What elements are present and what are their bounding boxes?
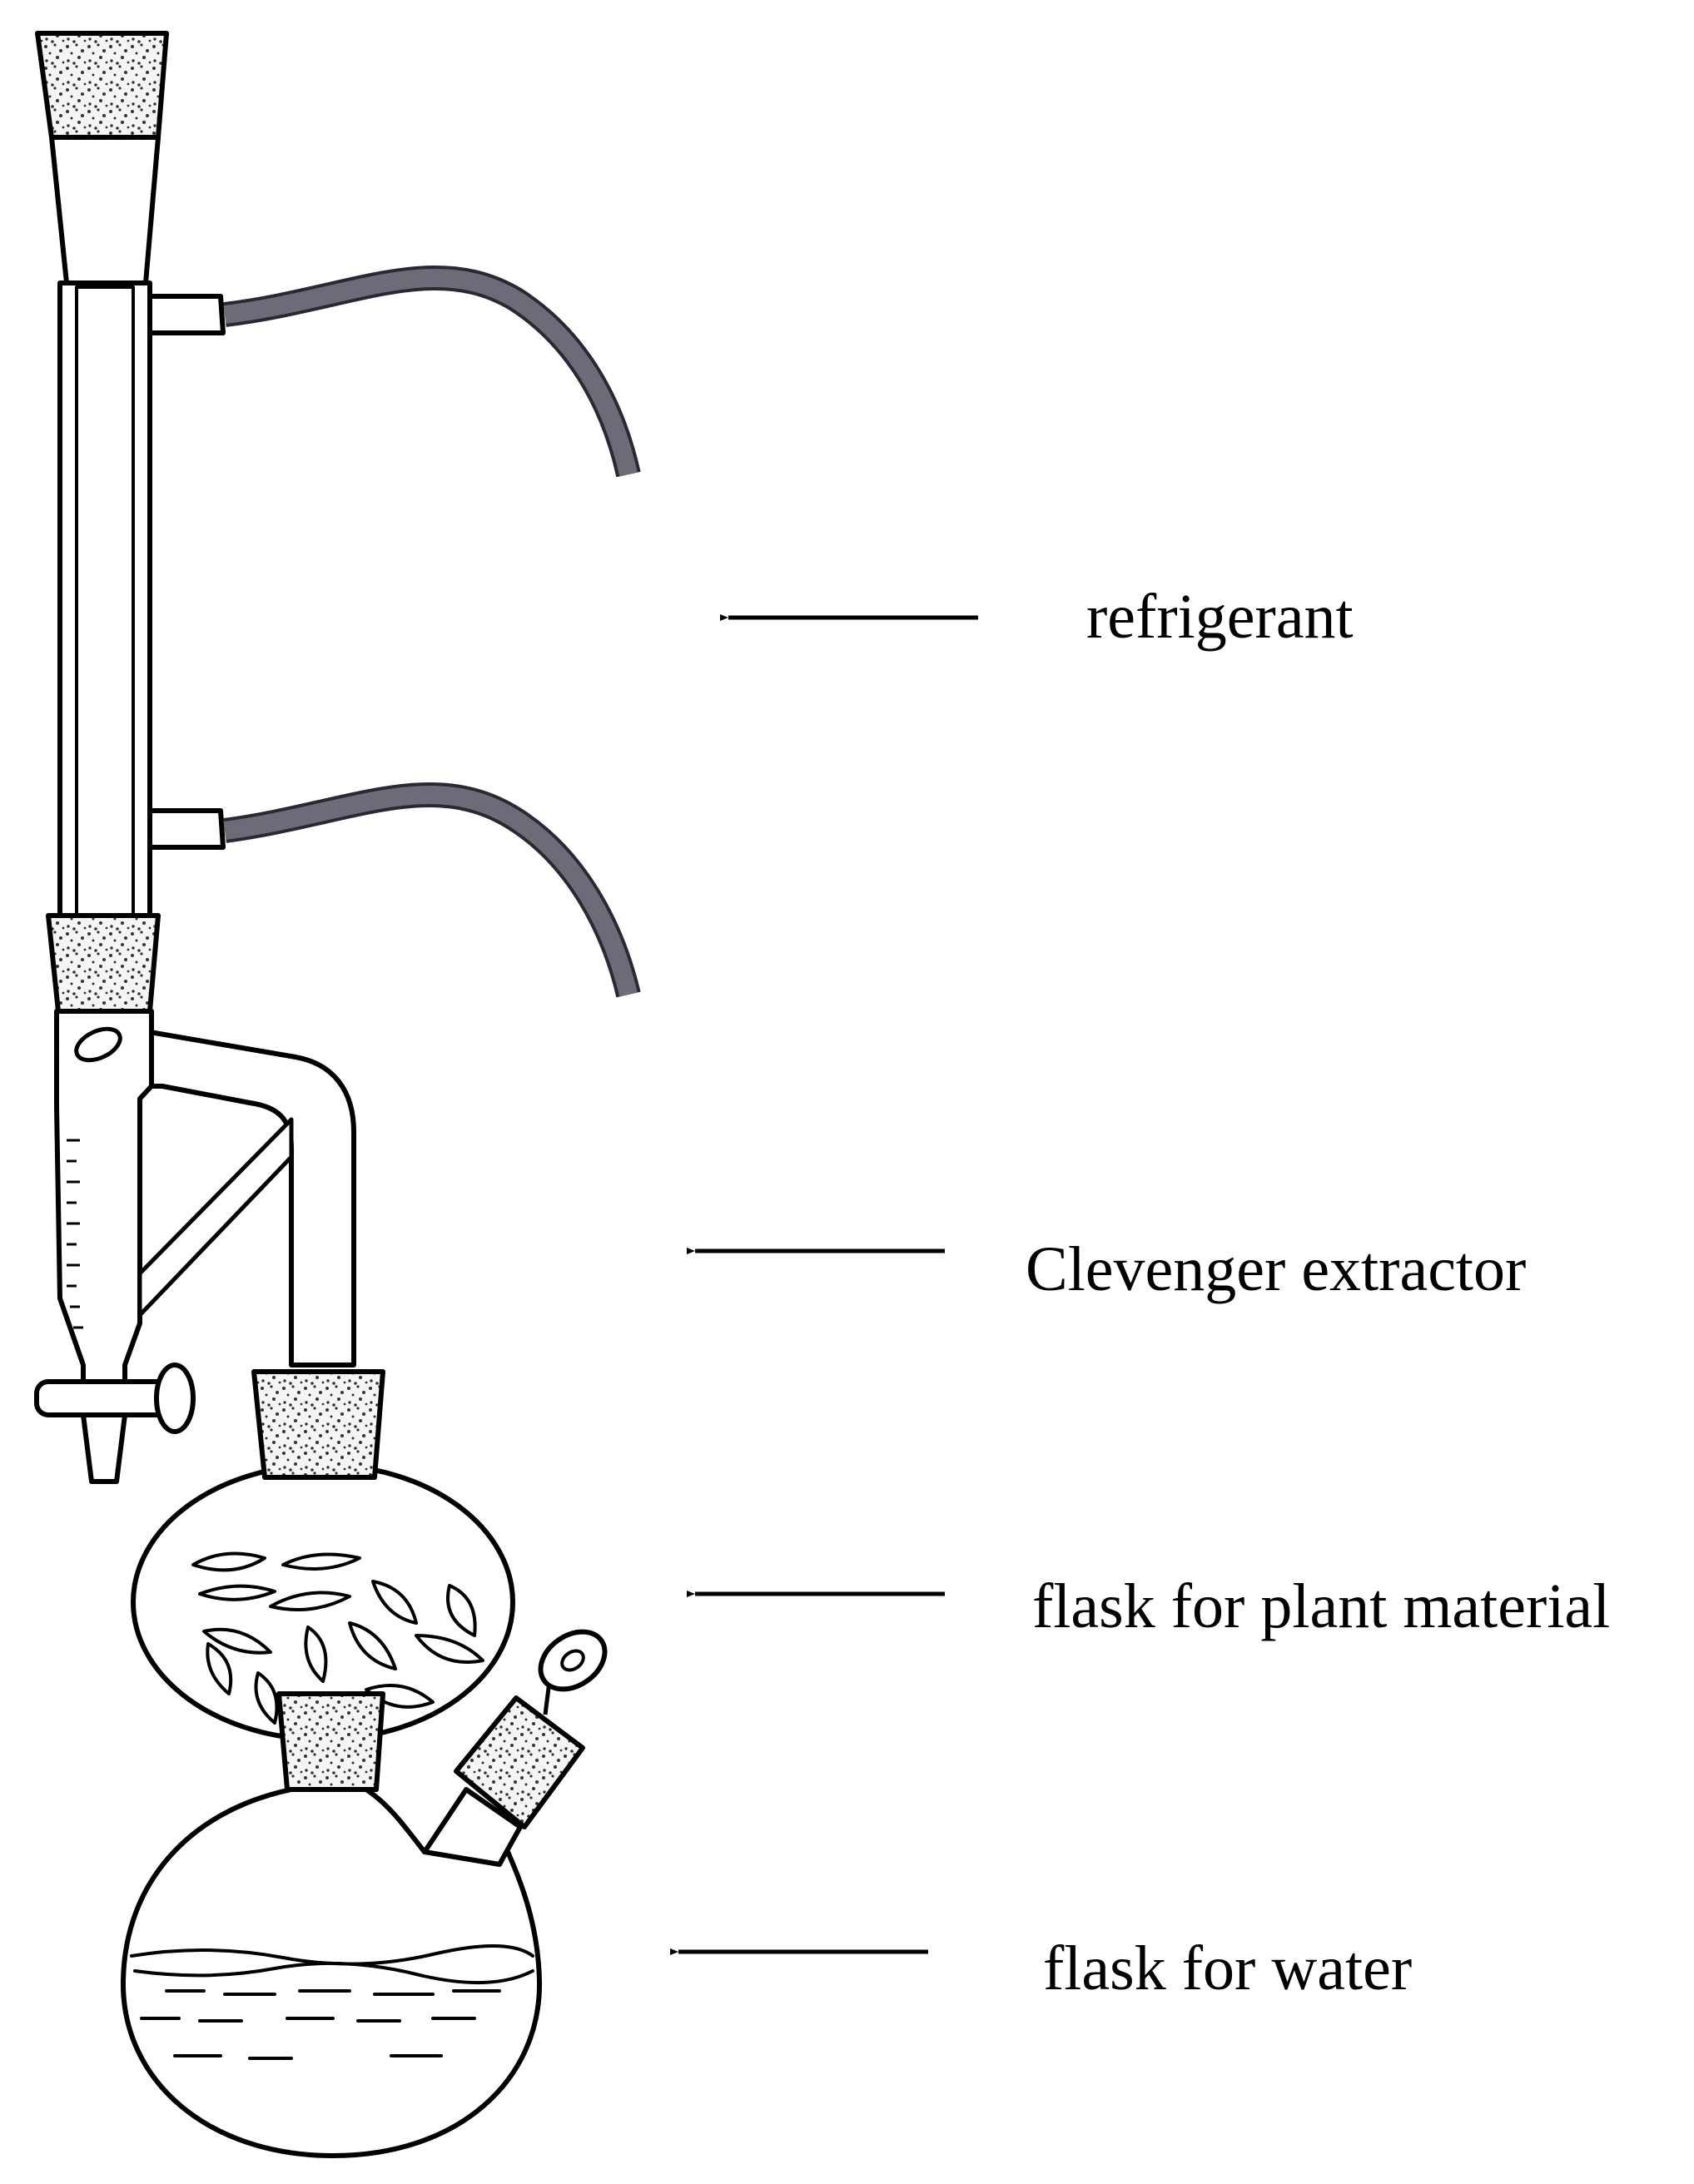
side-neck-loop <box>538 1629 608 1692</box>
middle-stopper <box>46 913 161 1014</box>
side-neck <box>422 1787 523 1867</box>
top-stopper <box>35 31 169 140</box>
label-plant-flask: flask for plant material <box>1032 1571 1610 1641</box>
condenser-jacket <box>57 280 152 918</box>
plant-flask-stopper <box>251 1369 385 1480</box>
vapor-arm <box>147 1011 356 1367</box>
label-clevenger: Clevenger extractor <box>1026 1234 1526 1304</box>
label-arrows <box>670 614 978 1955</box>
leaves <box>191 1551 484 1725</box>
clevenger-extractor <box>34 913 356 1484</box>
side-neck-stopper <box>454 1695 585 1829</box>
drip-window <box>74 1026 122 1063</box>
plant-material-flask <box>131 1369 515 1742</box>
receiver-tube <box>54 1009 154 1417</box>
water-flask-stopper <box>276 1691 385 1792</box>
label-water-flask: flask for water <box>1043 1933 1412 2003</box>
lower-side-arm <box>147 808 226 850</box>
water-waves <box>130 1944 534 2060</box>
condenser-funnel <box>49 135 161 290</box>
graduation-marks <box>67 1139 83 1329</box>
label-refrigerant: refrigerant <box>1086 582 1354 652</box>
stopcock <box>34 1363 196 1484</box>
upper-side-arm <box>147 294 226 335</box>
return-tube <box>137 1117 294 1318</box>
cooling-tubing <box>223 266 641 998</box>
condenser <box>35 31 226 918</box>
water-flask <box>120 1629 608 2158</box>
